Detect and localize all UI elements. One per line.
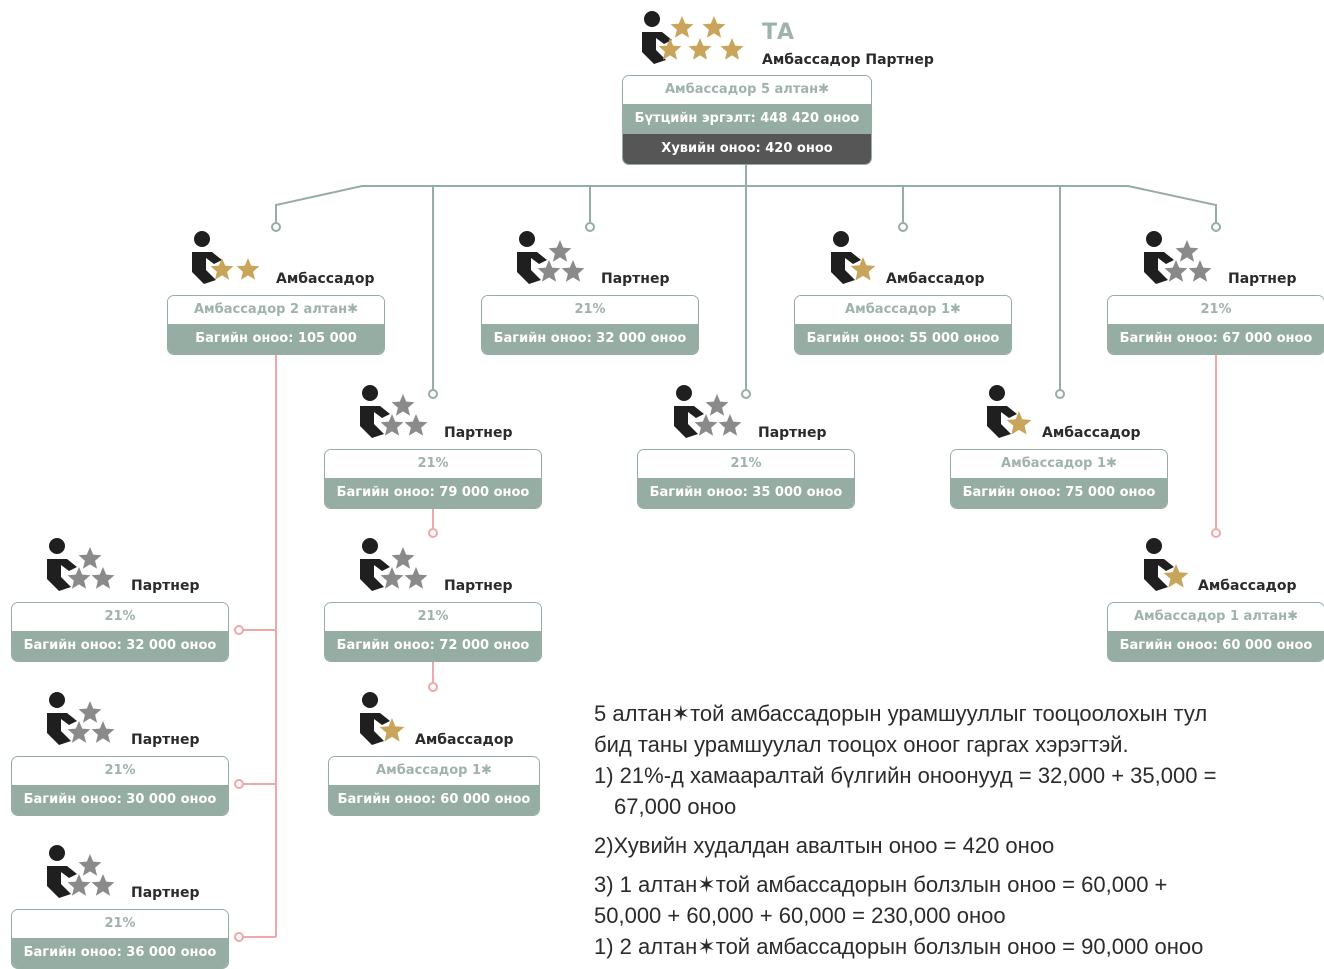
member-role: Амбассадор bbox=[886, 271, 985, 287]
person-stars-icon bbox=[47, 845, 115, 898]
person-stars-icon bbox=[517, 231, 585, 284]
member-rank: 21% bbox=[12, 757, 228, 785]
top-card: Амбассадор 5 алтан✱ Бүтцийн эргэлт: 448 … bbox=[622, 75, 872, 165]
top-structure-turnover: Бүтцийн эргэлт: 448 420 оноо bbox=[623, 104, 871, 134]
member-role: Амбассадор bbox=[276, 271, 375, 287]
member-card: Амбассадор 1✱ Багийн оноо: 55 000 оноо bbox=[794, 295, 1012, 355]
member-role: Партнер bbox=[444, 425, 513, 441]
person-stars-icon bbox=[360, 538, 428, 591]
top-role: Амбассадор Партнер bbox=[762, 52, 934, 68]
person-stars-icon bbox=[1144, 538, 1189, 591]
member-card: 21% Багийн оноо: 32 000 оноо bbox=[11, 602, 229, 662]
member-rank: Амбассадор 1 алтан✱ bbox=[1108, 603, 1324, 631]
person-stars-icon bbox=[192, 231, 260, 284]
member-team-points: Багийн оноо: 75 000 оноо bbox=[951, 478, 1167, 508]
person-stars-icon bbox=[47, 692, 115, 745]
member-rank: 21% bbox=[482, 296, 698, 324]
member-rank: 21% bbox=[638, 450, 854, 478]
member-role: Партнер bbox=[131, 578, 200, 594]
member-rank: Амбассадор 1✱ bbox=[795, 296, 1011, 324]
member-team-points: Багийн оноо: 72 000 оноо bbox=[325, 631, 541, 661]
member-card: Амбассадор 1 алтан✱ Багийн оноо: 60 000 … bbox=[1107, 602, 1324, 662]
person-stars-icon bbox=[360, 385, 428, 438]
person-stars-icon bbox=[1144, 231, 1212, 284]
member-team-points: Багийн оноо: 60 000 оноо bbox=[1108, 631, 1324, 661]
member-team-points: Багийн оноо: 30 000 оноо bbox=[12, 785, 228, 815]
explanation-line: 1) 21%-д хамааралтай бүлгийн оноонууд = … bbox=[594, 763, 1217, 788]
member-team-points: Багийн оноо: 105 000 bbox=[168, 324, 384, 354]
explanation-line: 1) 2 алтан✶той амбассадорын болзлын оноо… bbox=[594, 934, 1204, 959]
member-team-points: Багийн оноо: 79 000 оноо bbox=[325, 478, 541, 508]
member-team-points: Багийн оноо: 35 000 оноо bbox=[638, 478, 854, 508]
explanation-line: бид таны урамшуулал тооцох оноог гаргах … bbox=[594, 732, 1129, 757]
explanation-line: 2)Хувийн худалдан авалтын оноо = 420 оно… bbox=[594, 833, 1055, 858]
member-card: 21% Багийн оноо: 72 000 оноо bbox=[324, 602, 542, 662]
member-team-points: Багийн оноо: 36 000 оноо bbox=[12, 938, 228, 968]
person-stars-icon bbox=[47, 538, 115, 591]
person-stars-icon bbox=[360, 692, 405, 745]
person-stars-icon bbox=[987, 385, 1032, 438]
member-rank: 21% bbox=[325, 603, 541, 631]
explanation-line: 67,000 оноо bbox=[614, 794, 737, 819]
person-stars-icon bbox=[831, 231, 876, 284]
you-label: ТА bbox=[762, 20, 795, 45]
member-role: Партнер bbox=[131, 885, 200, 901]
member-role: Партнер bbox=[444, 578, 513, 594]
member-card: 21% Багийн оноо: 79 000 оноо bbox=[324, 449, 542, 509]
person-stars-icon bbox=[674, 385, 742, 438]
person-five-stars-icon bbox=[642, 11, 744, 64]
top-personal-points: Хувийн оноо: 420 оноо bbox=[623, 134, 871, 164]
member-role: Амбассадор bbox=[1198, 578, 1297, 594]
explanation-line: 50,000 + 60,000 + 60,000 = 230,000 оноо bbox=[594, 903, 1006, 928]
member-role: Партнер bbox=[131, 732, 200, 748]
explanation-line: 5 алтан✶той амбассадорын урамшууллыг тоо… bbox=[594, 701, 1208, 726]
member-role: Амбассадор bbox=[415, 732, 514, 748]
member-team-points: Багийн оноо: 67 000 оноо bbox=[1108, 324, 1324, 354]
member-card: 21% Багийн оноо: 36 000 оноо bbox=[11, 909, 229, 969]
member-rank: Амбассадор 1✱ bbox=[951, 450, 1167, 478]
member-card: Амбассадор 1✱ Багийн оноо: 60 000 оноо bbox=[328, 756, 540, 816]
member-rank: 21% bbox=[12, 910, 228, 938]
top-rank: Амбассадор 5 алтан✱ bbox=[623, 76, 871, 104]
member-rank: 21% bbox=[12, 603, 228, 631]
member-rank: 21% bbox=[1108, 296, 1324, 324]
member-team-points: Багийн оноо: 32 000 оноо bbox=[12, 631, 228, 661]
member-card: Амбассадор 2 алтан✱ Багийн оноо: 105 000 bbox=[167, 295, 385, 355]
explanation-line: 3) 1 алтан✶той амбассадорын болзлын оноо… bbox=[594, 872, 1168, 897]
member-rank: Амбассадор 1✱ bbox=[329, 757, 539, 785]
member-rank: 21% bbox=[325, 450, 541, 478]
member-team-points: Багийн оноо: 60 000 оноо bbox=[329, 785, 539, 815]
member-card: 21% Багийн оноо: 32 000 оноо bbox=[481, 295, 699, 355]
member-role: Партнер bbox=[601, 271, 670, 287]
member-role: Амбассадор bbox=[1042, 425, 1141, 441]
member-card: 21% Багийн оноо: 67 000 оноо bbox=[1107, 295, 1324, 355]
member-rank: Амбассадор 2 алтан✱ bbox=[168, 296, 384, 324]
member-role: Партнер bbox=[1228, 271, 1297, 287]
member-role: Партнер bbox=[758, 425, 827, 441]
member-team-points: Багийн оноо: 32 000 оноо bbox=[482, 324, 698, 354]
member-card: 21% Багийн оноо: 35 000 оноо bbox=[637, 449, 855, 509]
member-card: 21% Багийн оноо: 30 000 оноо bbox=[11, 756, 229, 816]
member-team-points: Багийн оноо: 55 000 оноо bbox=[795, 324, 1011, 354]
calculation-explanation: 5 алтан✶той амбассадорын урамшууллыг тоо… bbox=[594, 698, 1324, 962]
member-card: Амбассадор 1✱ Багийн оноо: 75 000 оноо bbox=[950, 449, 1168, 509]
